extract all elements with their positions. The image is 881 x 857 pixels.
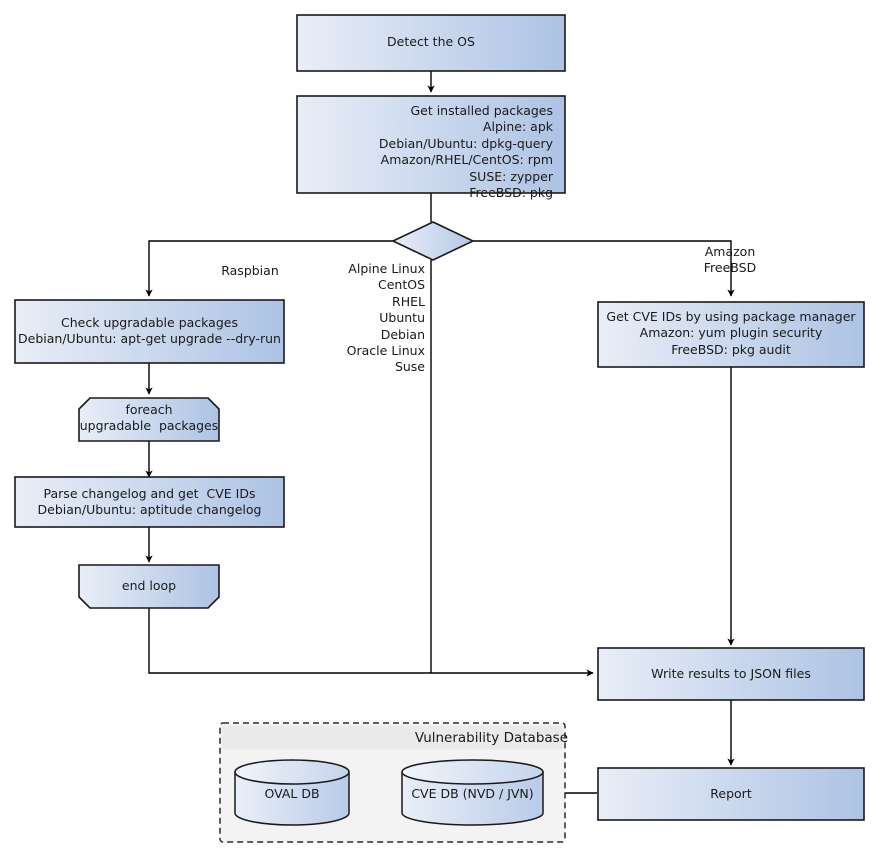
node-oval-db-shape <box>234 759 350 826</box>
vulnerability-database-group-title: Vulnerability Database <box>414 730 568 746</box>
node-check-upgradable-shape <box>14 299 285 364</box>
node-report-shape <box>597 767 865 821</box>
node-write-results-shape <box>597 647 865 701</box>
node-os-decision-shape <box>391 221 475 261</box>
node-cve-db-shape <box>401 759 544 826</box>
node-parse-changelog-shape <box>14 476 285 528</box>
edge-decision-to-raspbian <box>145 240 393 297</box>
node-foreach-loop-shape <box>78 397 220 442</box>
edge-endloop-to-write <box>148 608 594 677</box>
edge-label-raspbian: Raspbian <box>221 263 279 278</box>
edge-label-amazon-freebsd: Amazon FreeBSD <box>703 244 757 276</box>
node-get-installed-packages-shape <box>296 95 566 194</box>
node-detect-os-shape <box>296 14 566 72</box>
edge-decision-to-amazon <box>473 240 735 297</box>
node-get-cve-pkg-manager-shape <box>597 301 865 368</box>
edge-label-middle-distros: Alpine Linux CentOS RHEL Ubuntu Debian O… <box>346 261 425 375</box>
node-end-loop-shape <box>78 564 220 609</box>
